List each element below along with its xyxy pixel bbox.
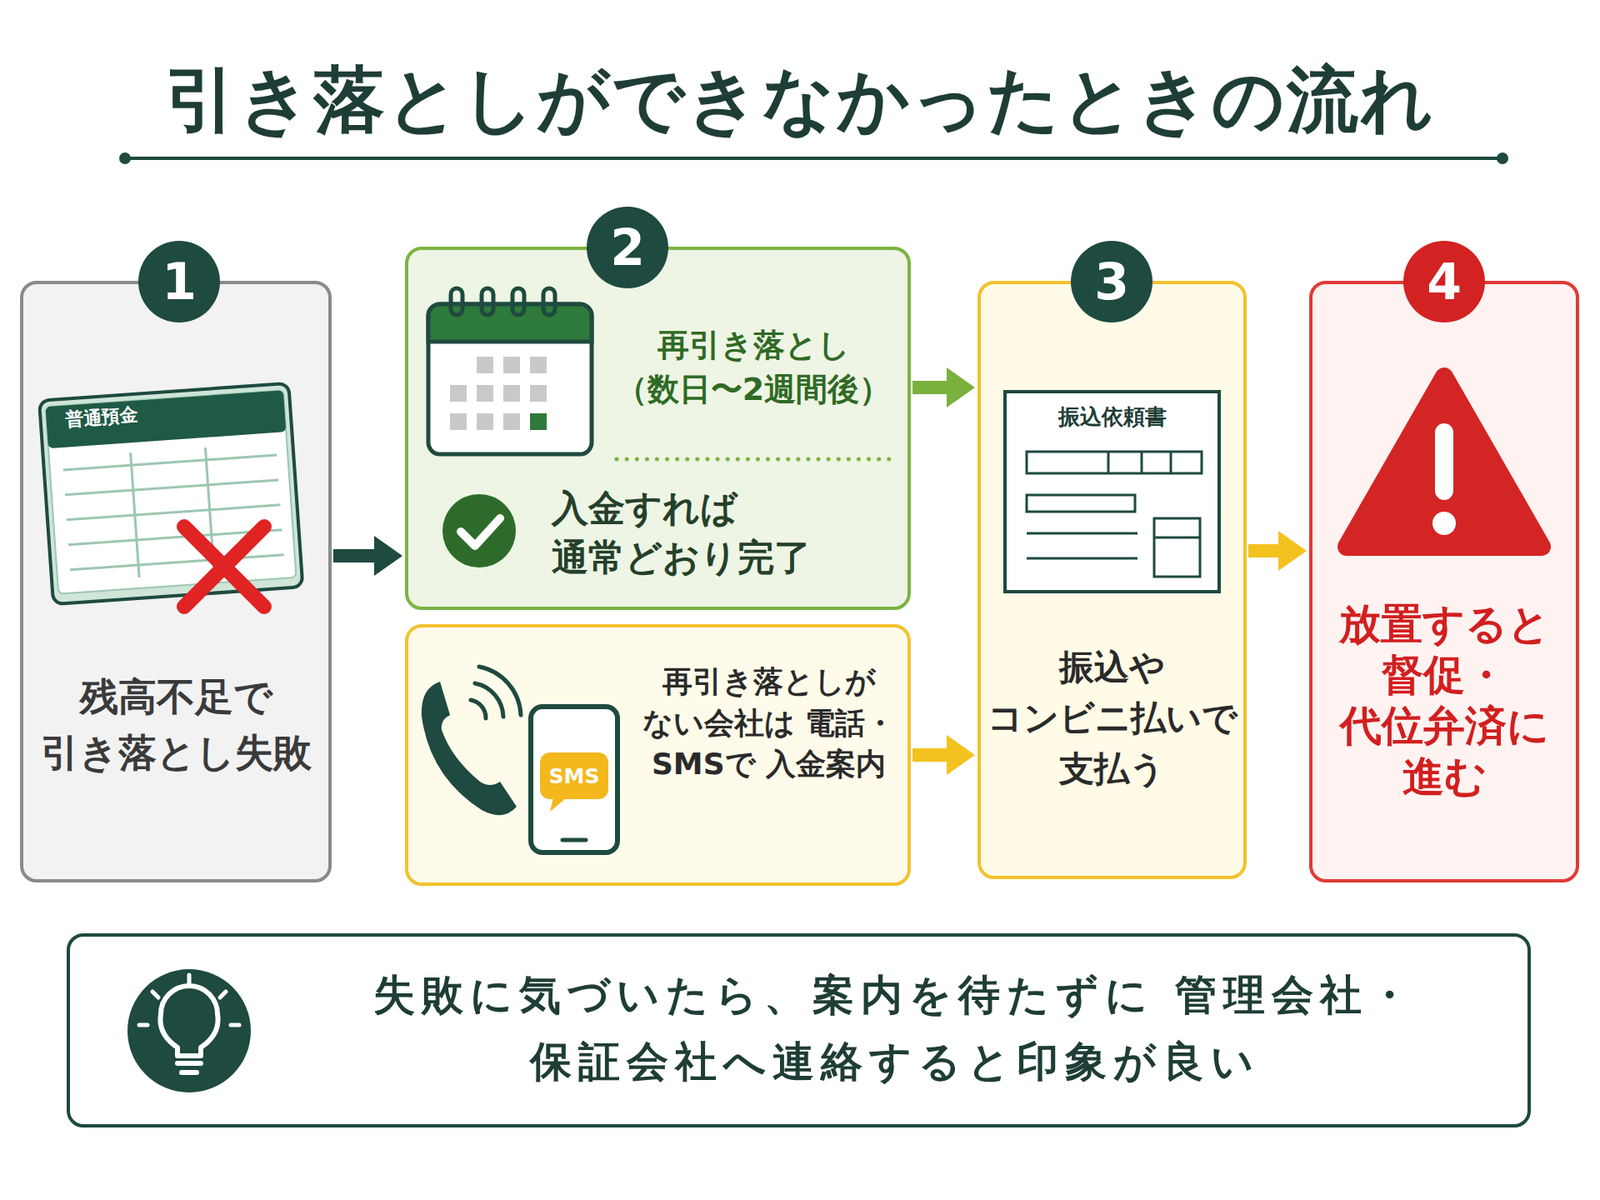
sms-badge-text: SMS xyxy=(549,764,600,789)
flow-arrow xyxy=(912,735,975,775)
step-number: 2 xyxy=(586,206,669,289)
step-box: 3振込や コンビニ払いで 支払う xyxy=(977,280,1247,880)
form-title: 振込依頼書 xyxy=(1058,402,1167,432)
passbook-icon xyxy=(39,383,303,605)
flow-arrow xyxy=(333,535,403,576)
warning-box: 4放置すると 督促・ 代位弁済に 進む xyxy=(1309,280,1580,883)
calendar-icon xyxy=(428,288,592,455)
step-box: 1残高不足で 引き落とし失敗 xyxy=(20,280,332,883)
node-text: 再引き落とし （数日〜2週間後） xyxy=(600,323,907,412)
step-box: 2再引き落とし （数日〜2週間後）入金すれば 通常どおり完了 xyxy=(405,246,911,610)
transfer-form-icon xyxy=(1005,391,1220,592)
passbook-label: 普通預金 xyxy=(64,402,140,433)
diagram-title: 引き落としができなかったときの流れ xyxy=(0,51,1600,150)
step-number: 4 xyxy=(1403,240,1485,323)
node-text: 再引き落としが ない会社は 電話・SMSで 入金案内 xyxy=(637,660,900,785)
flow-arrow xyxy=(1248,530,1307,571)
warning-icon xyxy=(1346,376,1542,547)
node-text: 放置すると 督促・ 代位弁済に 進む xyxy=(1320,599,1568,803)
node-text: 残高不足で 引き落とし失敗 xyxy=(31,669,320,780)
node-text: 振込や コンビニ払いで 支払う xyxy=(987,642,1237,795)
phone-icon xyxy=(421,666,521,815)
step-number: 1 xyxy=(138,240,220,323)
smartphone-icon xyxy=(530,706,618,853)
title-underline xyxy=(119,152,1509,165)
tip-box: 失敗に気づいたら、案内を待たずに 管理会社・保証会社へ連絡すると印象が良い xyxy=(66,933,1531,1128)
fail-cross xyxy=(184,526,265,607)
node-text: 入金すれば 通常どおり完了 xyxy=(551,483,902,583)
node-text: 失敗に気づいたら、案内を待たずに 管理会社・保証会社へ連絡すると印象が良い xyxy=(278,961,1512,1095)
dotted-divider xyxy=(616,457,890,462)
lightbulb-icon xyxy=(127,969,251,1093)
step-number: 3 xyxy=(1070,240,1153,323)
check-icon xyxy=(442,494,516,568)
info-box: 再引き落としが ない会社は 電話・SMSで 入金案内 xyxy=(405,624,911,886)
flow-arrow xyxy=(912,367,975,408)
